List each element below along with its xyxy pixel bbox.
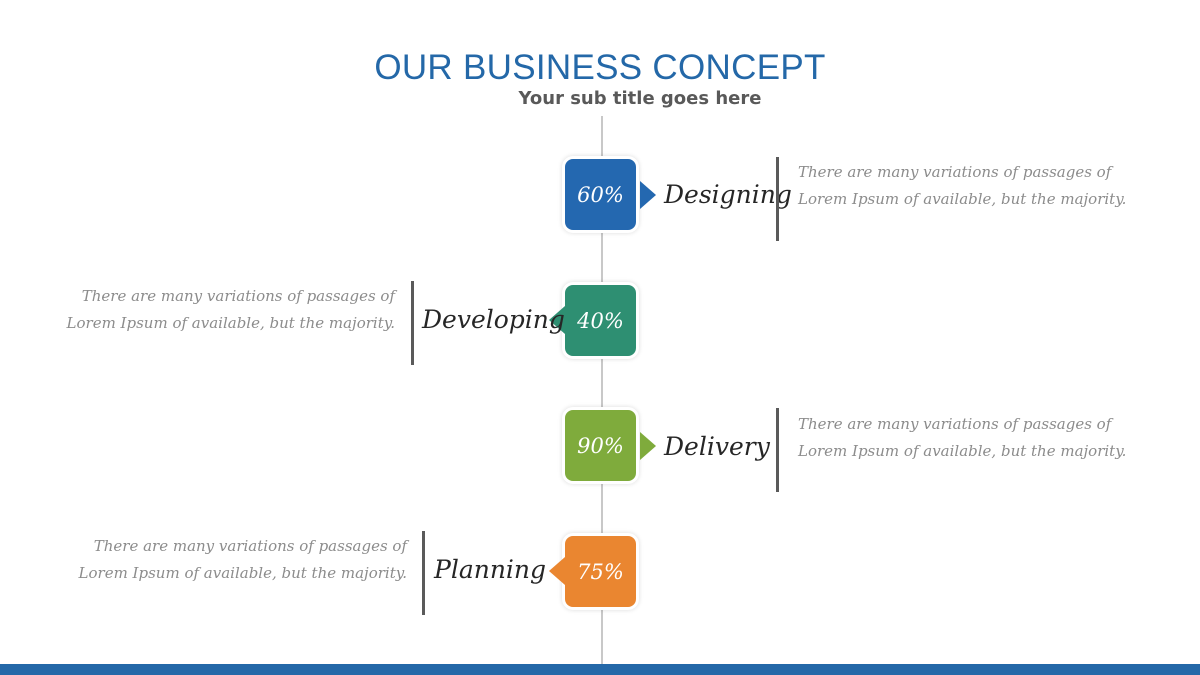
slide-subtitle: Your sub title goes here <box>518 88 762 109</box>
stage-label-delivery: Delivery <box>664 432 770 461</box>
arrow-right-icon <box>640 181 656 209</box>
percent-value: 40% <box>577 308 624 333</box>
arrow-left-icon <box>549 306 565 334</box>
description-line: There are many variations of passages of <box>81 287 395 305</box>
stage-label-planning: Planning <box>434 555 547 584</box>
percent-value: 75% <box>577 559 624 584</box>
percent-box-planning: 75% <box>565 536 636 607</box>
description-line: There are many variations of passages of <box>798 415 1112 433</box>
stage-label-designing: Designing <box>664 180 792 209</box>
description-line: Lorem Ipsum of available, but the majori… <box>798 442 1127 460</box>
percent-box-designing: 60% <box>565 159 636 230</box>
description-line: There are many variations of passages of <box>798 163 1112 181</box>
stage-label-developing: Developing <box>422 305 565 334</box>
percent-value: 90% <box>577 433 624 458</box>
percent-value: 60% <box>577 182 624 207</box>
description-line: Lorem Ipsum of available, but the majori… <box>78 564 407 582</box>
arrow-right-icon <box>640 432 656 460</box>
description-line: Lorem Ipsum of available, but the majori… <box>798 190 1127 208</box>
stage-description-delivery: There are many variations of passages of… <box>798 411 1126 465</box>
divider-line <box>422 531 425 615</box>
divider-line <box>776 157 779 241</box>
percent-box-delivery: 90% <box>565 410 636 481</box>
stage-description-developing: There are many variations of passages of… <box>67 283 395 337</box>
stage-description-designing: There are many variations of passages of… <box>798 159 1126 213</box>
divider-line <box>411 281 414 365</box>
bottom-accent-bar <box>0 664 1200 675</box>
timeline-line <box>601 116 603 665</box>
arrow-left-icon <box>549 557 565 585</box>
description-line: Lorem Ipsum of available, but the majori… <box>66 314 395 332</box>
slide-title: OUR BUSINESS CONCEPT <box>374 48 826 87</box>
percent-box-developing: 40% <box>565 285 636 356</box>
divider-line <box>776 408 779 492</box>
description-line: There are many variations of passages of <box>93 537 407 555</box>
stage-description-planning: There are many variations of passages of… <box>79 533 407 587</box>
